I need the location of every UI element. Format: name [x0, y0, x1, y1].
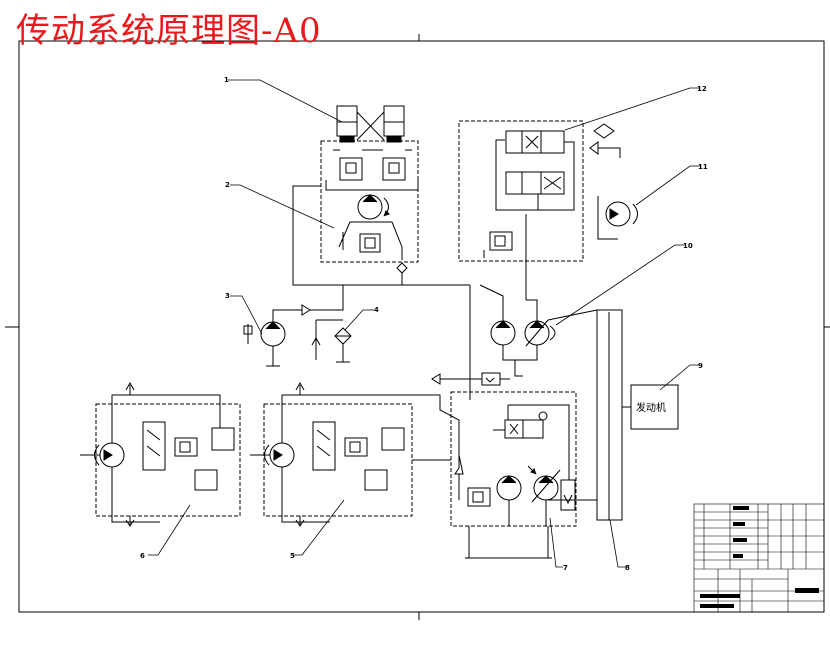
part-number-8: 8 — [625, 564, 630, 572]
title-block — [693, 503, 825, 613]
pump-group-lower-right — [439, 391, 577, 559]
part-number-11: 11 — [698, 163, 708, 171]
leader-lines — [148, 79, 700, 568]
drawing-frame — [5, 34, 830, 620]
charge-pump — [243, 285, 352, 367]
part-number-6: 6 — [140, 552, 145, 560]
main-pump-pair — [431, 284, 556, 400]
part-number-9: 9 — [698, 362, 703, 370]
motor-group-left — [80, 381, 241, 527]
part-number-1: 1 — [224, 76, 229, 84]
motor-group-center — [250, 381, 451, 527]
pump-group-top — [292, 105, 470, 286]
part-number-12: 12 — [697, 85, 707, 93]
part-number-3: 3 — [225, 292, 230, 300]
part-number-10: 10 — [683, 242, 693, 250]
engine-block — [547, 309, 679, 521]
part-number-2: 2 — [225, 181, 230, 189]
part-number-5: 5 — [290, 552, 295, 560]
drawing-title: 传动系统原理图-A0 — [16, 11, 322, 51]
part-number-7: 7 — [563, 564, 568, 572]
part-number-4: 4 — [374, 306, 379, 314]
engine-label: 发动机 — [636, 401, 666, 414]
valve-group-top-right — [458, 120, 638, 300]
part-number-labels: 1 2 3 4 5 6 7 8 9 10 11 12 发动机 — [140, 76, 708, 572]
